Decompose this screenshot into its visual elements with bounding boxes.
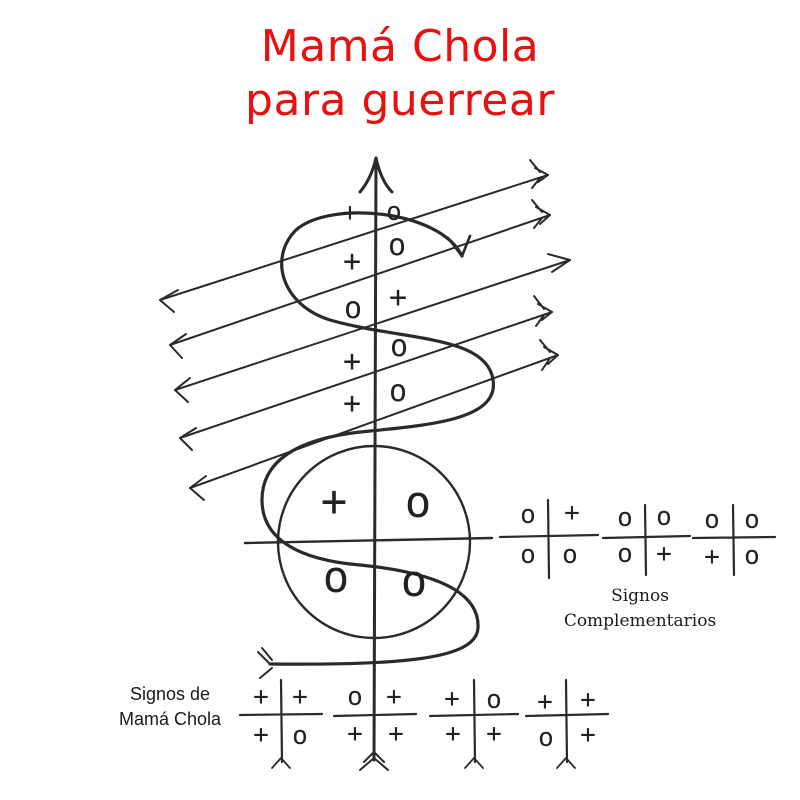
mama-chola-sign: + <box>580 685 596 715</box>
complementary-crosses <box>498 498 777 580</box>
complementary-label-line-2: Complementarios <box>563 611 717 631</box>
complementary-sign: o <box>520 500 536 530</box>
circle-sign: o <box>404 477 432 528</box>
arrow-line <box>174 259 571 391</box>
arrow-line <box>159 174 549 301</box>
complementary-sign: o <box>520 540 536 570</box>
mama-label-line-1: Signos de <box>129 684 211 704</box>
mama-chola-sign: + <box>444 684 460 714</box>
title-line-1: Mamá Chola <box>260 21 540 72</box>
complementary-sign: o <box>562 540 578 570</box>
title-line-2: para guerrear <box>245 75 555 126</box>
circle-sign: + <box>320 476 348 527</box>
mama-chola-sign: + <box>292 682 308 712</box>
complementary-sign: + <box>704 542 720 572</box>
complementary-sign: o <box>656 502 672 532</box>
staff-sign: o <box>387 228 407 263</box>
arrow-fletching <box>531 199 551 229</box>
complementary-sign: o <box>744 541 760 571</box>
arrow-fletching <box>539 339 559 371</box>
complementary-signs-label: Signos Complementarios <box>530 584 750 634</box>
staff-sign: o <box>343 291 363 326</box>
staff-sign: + <box>342 386 362 421</box>
arrow-line <box>169 214 551 346</box>
complementary-sign: + <box>656 539 672 569</box>
arrow-head-left <box>174 377 191 403</box>
arrow-head-left <box>189 475 207 501</box>
mama-chola-crosses <box>238 678 610 764</box>
staff-sign: + <box>342 244 362 279</box>
mama-chola-sign: o <box>292 721 308 751</box>
arrow-line <box>189 354 559 489</box>
staff-sign: + <box>342 344 362 379</box>
staff-sign: o <box>389 329 409 364</box>
staff-sign: o <box>388 374 408 409</box>
mama-chola-sign: + <box>386 682 402 712</box>
arrow-head-left <box>169 333 187 359</box>
staff-sign: + <box>388 280 408 315</box>
complementary-sign: o <box>617 539 633 569</box>
mama-chola-sign: o <box>486 685 502 715</box>
complementary-sign: o <box>617 503 633 533</box>
arrow-head-left <box>179 427 197 451</box>
mama-label-line-2: Mamá Chola <box>118 709 222 729</box>
arrow-fletching <box>533 295 553 327</box>
central-staff <box>372 156 378 762</box>
mama-chola-sign: + <box>445 719 461 749</box>
root-mark <box>271 757 576 769</box>
serpent-head-arrow <box>446 234 472 258</box>
staff-sign: + <box>342 198 358 228</box>
staff-sign: o <box>386 197 402 227</box>
serpent-curve <box>260 211 496 666</box>
mama-chola-signs-label: Signos de Mamá Chola <box>80 682 260 732</box>
circle-sign: o <box>400 556 428 607</box>
staff-top-arrow <box>358 156 394 194</box>
mama-chola-sign: + <box>253 682 269 712</box>
root-mark <box>359 751 389 771</box>
complementary-sign: + <box>564 498 580 528</box>
mama-chola-sign: + <box>388 719 404 749</box>
horizontal-axis <box>243 536 494 545</box>
complementary-label-line-1: Signos <box>611 586 669 606</box>
mama-chola-sign: + <box>253 720 269 750</box>
mama-chola-sign: + <box>347 719 363 749</box>
serpent-tail-fletching <box>257 647 273 679</box>
mama-chola-sign: + <box>580 720 596 750</box>
mama-chola-sign: o <box>538 723 554 753</box>
circle-sign: o <box>322 552 350 603</box>
diagonal-arrows <box>159 159 571 501</box>
arrow-line <box>179 311 553 439</box>
complementary-sign: o <box>704 505 720 535</box>
arrow-head-left <box>159 289 179 313</box>
mama-chola-sign: o <box>347 682 363 712</box>
complementary-sign: o <box>744 505 760 535</box>
mama-chola-sign: + <box>486 719 502 749</box>
mama-chola-sign: + <box>537 687 553 717</box>
arrow-head-right <box>547 253 571 273</box>
arrow-fletching <box>529 159 549 189</box>
